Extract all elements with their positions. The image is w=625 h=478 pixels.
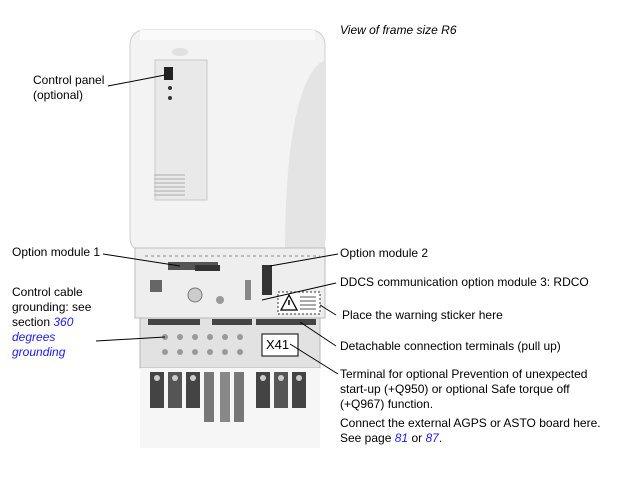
warning-sticker-area [277,291,321,315]
label-ddcs-module: DDCS communication option module 3: RDCO [340,275,589,289]
label-warning-sticker: Place the warning sticker here [342,308,503,322]
label-option-module-1: Option module 1 [12,245,101,259]
link-degrees[interactable]: degrees [12,330,56,344]
label-terminal: Terminal for optional Prevention of unex… [340,367,588,411]
label-x41: X41 [266,337,290,352]
label-control-panel: Control panel (optional) [33,73,105,102]
link-grounding[interactable]: grounding [12,345,66,359]
vent-lines [154,174,185,196]
label-connect: Connect the external AGPS or ASTO board … [340,416,601,445]
link-page-87[interactable]: 87 [425,431,439,445]
terminal-strip [139,317,321,369]
power-cables [140,368,320,448]
link-page-81[interactable]: 81 [394,431,409,445]
label-control-cable: Control cable grounding: see section 360… [12,285,92,359]
caption: View of frame size R6 [340,23,457,37]
link-360[interactable]: 360 [53,315,74,329]
control-panel-slot [154,59,208,201]
label-detachable: Detachable connection terminals (pull up… [340,339,561,353]
label-option-module-2: Option module 2 [340,246,429,260]
leader-lines [95,74,339,375]
